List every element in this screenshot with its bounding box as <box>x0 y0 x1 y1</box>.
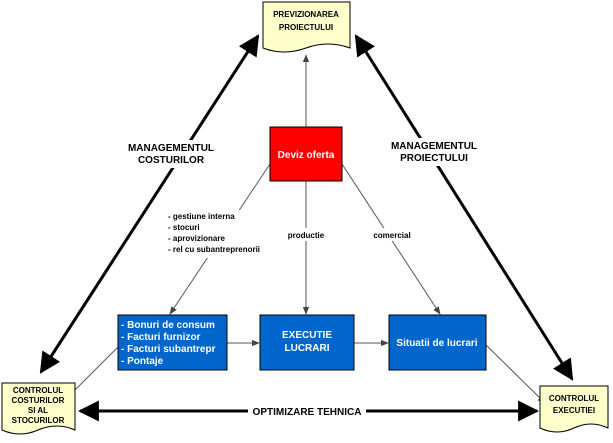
managementul-proiectului-line-2: PROIECTULUI <box>400 153 468 164</box>
comercial-text: comercial <box>373 231 410 240</box>
optimizare-tehnica-text: OPTIMIZARE TEHNICA <box>253 407 362 418</box>
node-controlul-executiei: CONTROLUL EXECUTIEI <box>539 385 609 433</box>
label-gestiune: - gestiune interna - stocuri - aprovizio… <box>166 210 272 258</box>
controlul-executiei-line-1: CONTROLUL <box>549 394 599 403</box>
node-bonuri-facturi: - Bonuri de consum - Facturi furnizor - … <box>117 314 228 371</box>
node-deviz-oferta: Deviz oferta <box>269 126 343 182</box>
controlul-executiei-line-2: EXECUTIEI <box>553 406 595 415</box>
managementul-proiectului-line-1: MANAGEMENTUL <box>391 141 477 152</box>
node-situatii-de-lucrari: Situatii de lucrari <box>388 314 487 371</box>
node-controlul-costurilor: CONTROLUL COSTURILOR SI AL STOCURILOR <box>1 382 76 435</box>
productie-text: productie <box>288 231 325 240</box>
label-optimizare-tehnica: OPTIMIZARE TEHNICA <box>248 404 366 418</box>
edge-managementul-costurilor <box>39 34 260 374</box>
executie-line-1: EXECUTIE <box>282 330 332 341</box>
edge-managementul-proiectului <box>354 34 574 381</box>
node-previzionarea-proiectului: PREVIZIONAREA PROIECTULUI <box>262 1 351 53</box>
node-executie-lucrari: EXECUTIE LUCRARI <box>259 314 355 371</box>
controlul-costurilor-line-3: SI AL <box>28 406 48 415</box>
bonuri-line-4: - Pontaje <box>121 356 164 367</box>
gestiune-line-3: - aprovizionare <box>168 234 225 243</box>
previzionarea-line-1: PREVIZIONAREA <box>273 10 339 19</box>
bonuri-line-1: - Bonuri de consum <box>121 320 215 331</box>
gestiune-line-2: - stocuri <box>168 223 200 232</box>
managementul-costurilor-line-1: MANAGEMENTUL <box>128 143 214 154</box>
managementul-costurilor-line-2: COSTURILOR <box>138 155 205 166</box>
controlul-costurilor-line-2: COSTURILOR <box>12 396 65 405</box>
label-managementul-proiectului: MANAGEMENTUL PROIECTULUI <box>391 138 477 166</box>
situatii-label: Situatii de lucrari <box>396 338 477 349</box>
label-managementul-costurilor: MANAGEMENTUL COSTURILOR <box>128 140 214 168</box>
controlul-costurilor-line-1: CONTROLUL <box>13 386 63 395</box>
executie-line-2: LUCRARI <box>285 343 330 354</box>
bonuri-line-2: - Facturi furnizor <box>121 332 201 343</box>
bonuri-line-3: - Facturi subantrepr <box>121 344 216 355</box>
arrow-situatii-to-controlul-executiei <box>485 344 546 404</box>
controlul-costurilor-line-4: STOCURILOR <box>12 416 65 425</box>
label-productie: productie <box>282 228 330 241</box>
label-comercial: comercial <box>369 228 415 241</box>
gestiune-line-4: - rel cu subantreprenorii <box>168 245 260 254</box>
deviz-oferta-label: Deviz oferta <box>278 150 335 161</box>
gestiune-line-1: - gestiune interna <box>168 212 235 221</box>
previzionarea-line-2: PROIECTULUI <box>279 23 333 32</box>
